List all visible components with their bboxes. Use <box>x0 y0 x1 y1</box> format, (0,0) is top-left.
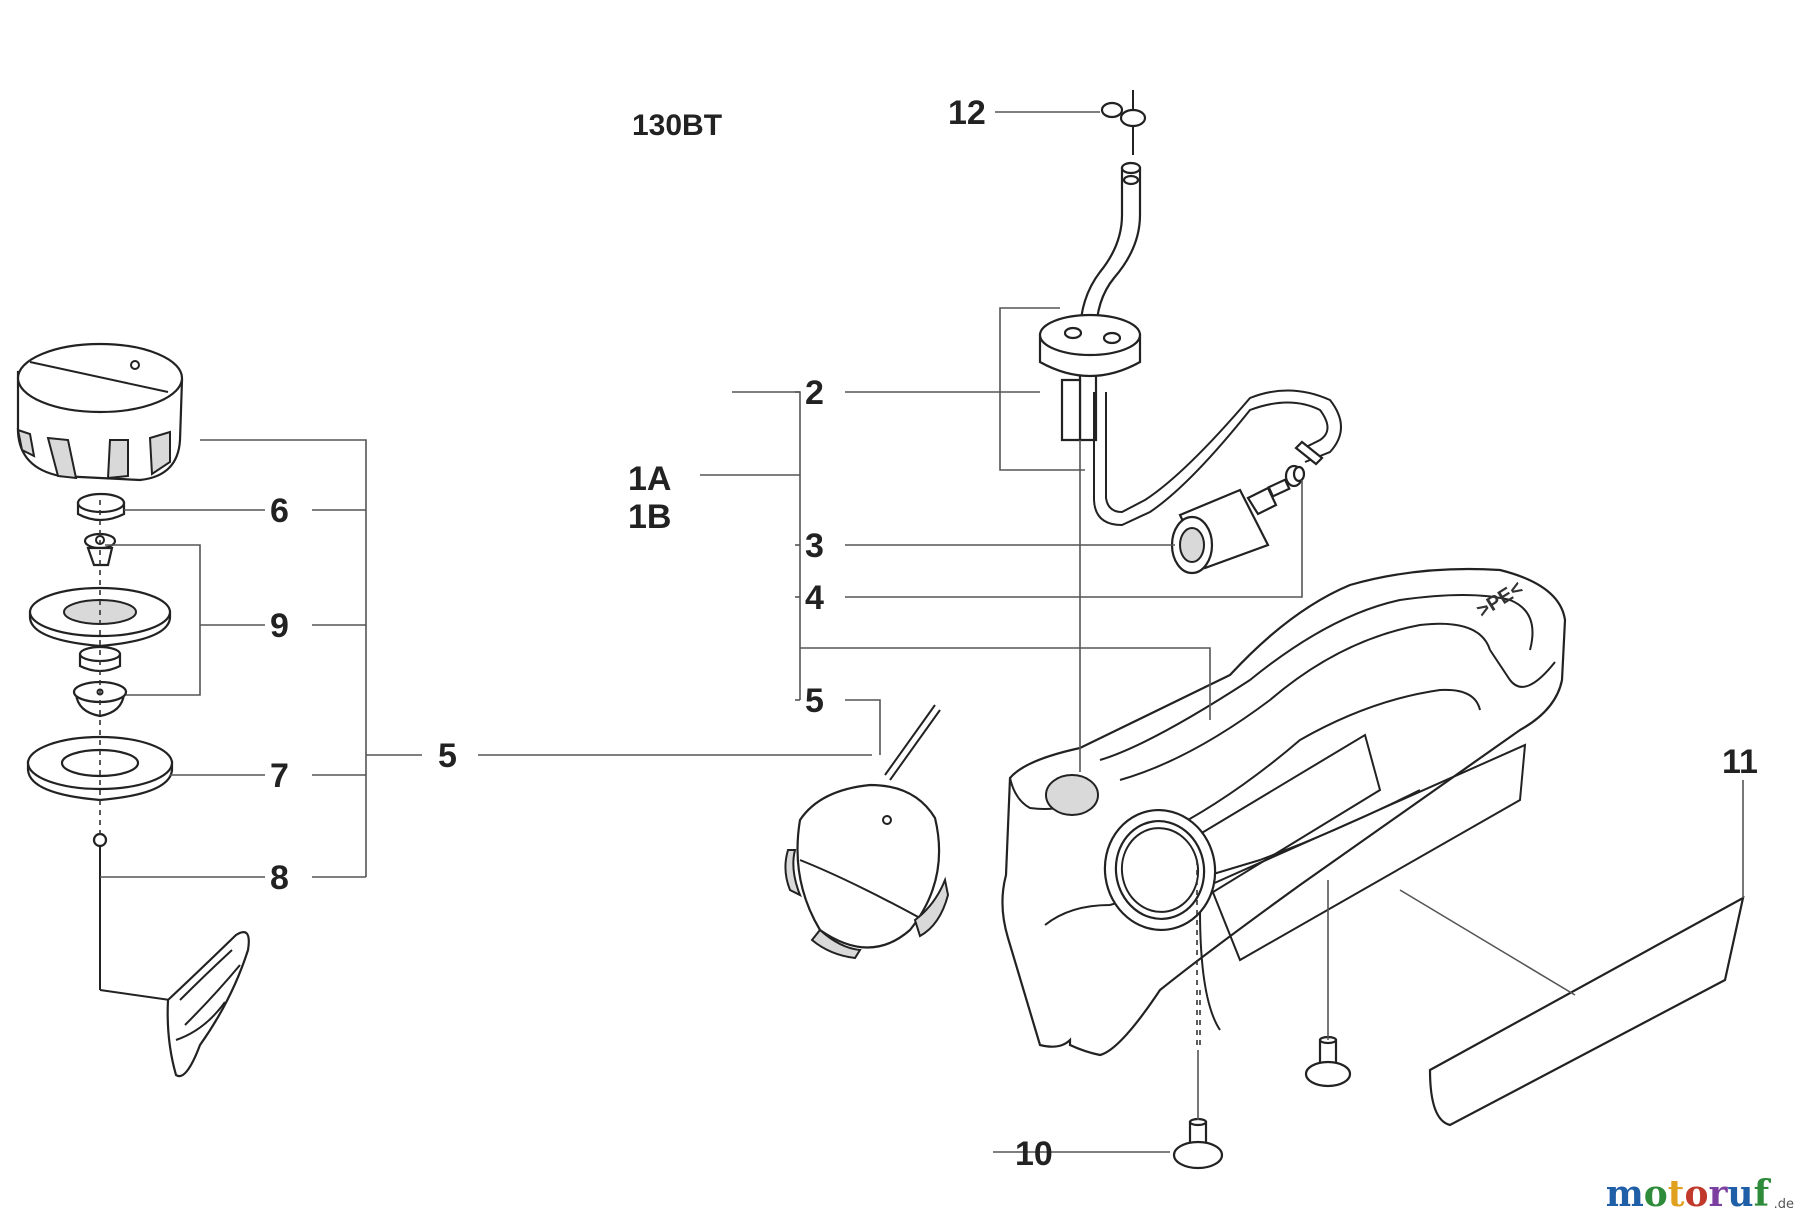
tank-screw-part <box>1172 860 1352 1170</box>
wm-letter-1: m <box>1606 1173 1644 1215</box>
callout-3: 3 <box>805 527 824 565</box>
watermark-logo: motoruf <box>1606 1173 1772 1215</box>
callout-11: 11 <box>1722 743 1758 781</box>
callout-7: 7 <box>270 757 289 795</box>
model-title: 130BT <box>632 109 722 142</box>
callout-5-left: 5 <box>438 737 457 775</box>
wm-letter-7: f <box>1754 1173 1772 1215</box>
fuel-hose-part <box>1038 161 1342 527</box>
fuel-cap-assembly <box>16 342 872 1078</box>
tank-filler-neck <box>1103 808 1217 932</box>
wm-letter-5: r <box>1708 1173 1728 1215</box>
fuel-tank-assembly: >PE< <box>700 90 1745 1170</box>
wm-letter-4: o <box>1684 1173 1708 1215</box>
fuel-cap-part <box>16 342 184 482</box>
fuel-tank-part: >PE< <box>1001 567 1567 1057</box>
callout-10: 10 <box>1015 1135 1053 1173</box>
wm-letter-3: t <box>1668 1173 1685 1215</box>
callout-6: 6 <box>270 492 289 530</box>
callout-9: 9 <box>270 607 289 645</box>
callout-2: 2 <box>805 374 824 412</box>
vent-valve-part <box>28 532 172 718</box>
fuel-filter-part <box>1170 478 1291 575</box>
site-watermark: motoruf .de <box>1606 1173 1794 1215</box>
callout-8: 8 <box>270 859 289 897</box>
callout-1b: 1B <box>628 498 671 536</box>
wm-letter-2: o <box>1644 1173 1668 1215</box>
tank-fuel-cap-part <box>784 704 950 960</box>
wm-letter-6: u <box>1727 1173 1753 1215</box>
callout-12: 12 <box>948 94 986 132</box>
callout-5-right: 5 <box>805 682 824 720</box>
filter-clip-part <box>1284 464 1306 488</box>
hose-clip-part <box>1100 90 1147 155</box>
cap-gasket-part <box>76 492 126 522</box>
cap-retainer-part <box>92 832 250 1078</box>
callout-1a: 1A <box>628 460 671 498</box>
callout-4: 4 <box>805 579 824 617</box>
watermark-suffix: .de <box>1774 1197 1794 1212</box>
warning-decal-part <box>1428 895 1745 1127</box>
